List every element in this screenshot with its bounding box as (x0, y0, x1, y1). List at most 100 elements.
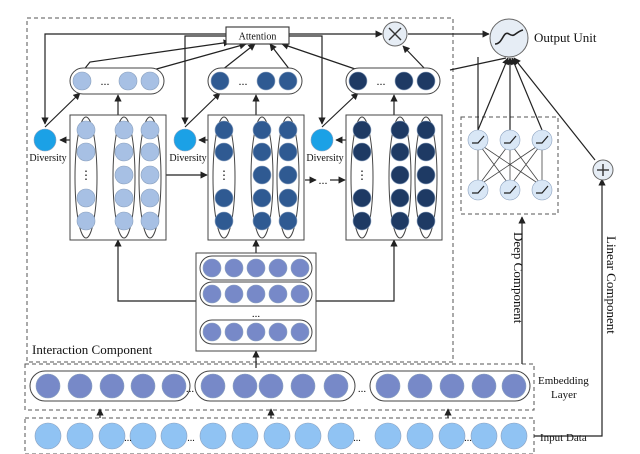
interaction-neuron (416, 188, 436, 208)
input-neuron (374, 422, 402, 450)
embedding-layer-neuron (323, 373, 349, 399)
interaction-neuron (76, 142, 96, 162)
output-neuron (72, 71, 92, 91)
interaction-neuron (214, 120, 234, 140)
interaction-neuron (114, 165, 134, 185)
input-ellipsis: ... (464, 433, 472, 444)
embedding-layer-label-line2: Layer (551, 389, 577, 401)
output-neuron (278, 71, 298, 91)
diversity-node (310, 128, 334, 152)
vertical-ellipsis: ⋮ (80, 168, 92, 182)
relu-curve (472, 185, 485, 194)
embedding-layer-neuron (375, 373, 401, 399)
horizontal-ellipsis: ... (239, 74, 248, 88)
diversity-label: Diversity (169, 153, 206, 164)
embedding-layer-neuron (501, 373, 527, 399)
embedding-layer-neuron (258, 373, 284, 399)
linear-component-label: Linear Component (604, 236, 619, 334)
output-layer-pill (207, 67, 303, 95)
diversity-node (33, 128, 57, 152)
embedding-neuron (290, 258, 310, 278)
input-data-label: Input Data (540, 432, 587, 444)
interaction-neuron (140, 188, 160, 208)
output-unit-label: Output Unit (534, 30, 597, 45)
vertical-ellipsis: ⋮ (218, 168, 230, 182)
interaction-neuron (76, 188, 96, 208)
multiply-icon (382, 21, 408, 47)
interaction-neuron (140, 142, 160, 162)
interaction-neuron (352, 120, 372, 140)
diversity-label: Diversity (306, 153, 343, 164)
output-neuron (256, 71, 276, 91)
output-neuron (210, 71, 230, 91)
embedding-neuron (290, 322, 310, 342)
deep-component-label: Deep Component (511, 232, 526, 324)
interaction-neuron (278, 188, 298, 208)
interaction-neuron (416, 120, 436, 140)
diversity-label: Diversity (29, 153, 66, 164)
interaction-neuron (352, 211, 372, 231)
embedding-layer-box (24, 363, 535, 411)
output-neuron (348, 71, 368, 91)
vertical-ellipsis: ⋮ (356, 168, 368, 182)
interaction-neuron (278, 142, 298, 162)
interaction-neuron (416, 211, 436, 231)
embedding-layer-neuron (35, 373, 61, 399)
interaction-neuron (114, 120, 134, 140)
interaction-neuron (390, 188, 410, 208)
interaction-component-label: Interaction Component (32, 342, 153, 357)
interaction-neuron (214, 188, 234, 208)
attention-label: Attention (239, 32, 277, 43)
interaction-neuron (114, 142, 134, 162)
embedding-layer-neuron (67, 373, 93, 399)
embedding-neuron (224, 322, 244, 342)
embedding-neuron (268, 284, 288, 304)
embedding-layer-neuron (439, 373, 465, 399)
input-neuron (160, 422, 188, 450)
relu-curve (504, 135, 517, 144)
input-ellipsis: ... (124, 433, 132, 444)
relu-icon (499, 129, 521, 151)
output-neuron (394, 71, 414, 91)
input-neuron (98, 422, 126, 450)
relu-icon (467, 179, 489, 201)
relu-icon (531, 179, 553, 201)
interaction-neuron (252, 211, 272, 231)
interaction-component-box (26, 17, 454, 363)
input-neuron (231, 422, 259, 450)
interaction-neuron (278, 211, 298, 231)
output-neuron (416, 71, 436, 91)
embedding-neuron (290, 284, 310, 304)
input-neuron (500, 422, 528, 450)
interaction-neuron (76, 211, 96, 231)
embedding-neuron (268, 322, 288, 342)
embedding-neuron (202, 284, 222, 304)
embedding-neuron (202, 322, 222, 342)
relu-curve (536, 185, 549, 194)
chain-ellipsis: ... (319, 173, 328, 187)
attention-box (225, 26, 290, 45)
output-layer-pill (69, 67, 165, 95)
output-neuron (140, 71, 160, 91)
input-neuron (470, 422, 498, 450)
input-neuron (438, 422, 466, 450)
input-neuron (199, 422, 227, 450)
horizontal-ellipsis: ... (101, 74, 110, 88)
relu-curve (472, 135, 485, 144)
embedding-layer-neuron (130, 373, 156, 399)
input-neuron (263, 422, 291, 450)
deep-layer-box (460, 116, 559, 215)
interaction-neuron (252, 188, 272, 208)
interaction-neuron (76, 120, 96, 140)
embedding-neuron (246, 322, 266, 342)
input-ellipsis: ... (353, 433, 361, 444)
interaction-neuron (416, 142, 436, 162)
interaction-neuron (252, 120, 272, 140)
interaction-neuron (252, 142, 272, 162)
embedding-neuron (246, 284, 266, 304)
interaction-neuron (114, 188, 134, 208)
embedding-gap-ellipsis: ... (186, 383, 195, 395)
embedding-layer-neuron (290, 373, 316, 399)
interaction-neuron (214, 142, 234, 162)
